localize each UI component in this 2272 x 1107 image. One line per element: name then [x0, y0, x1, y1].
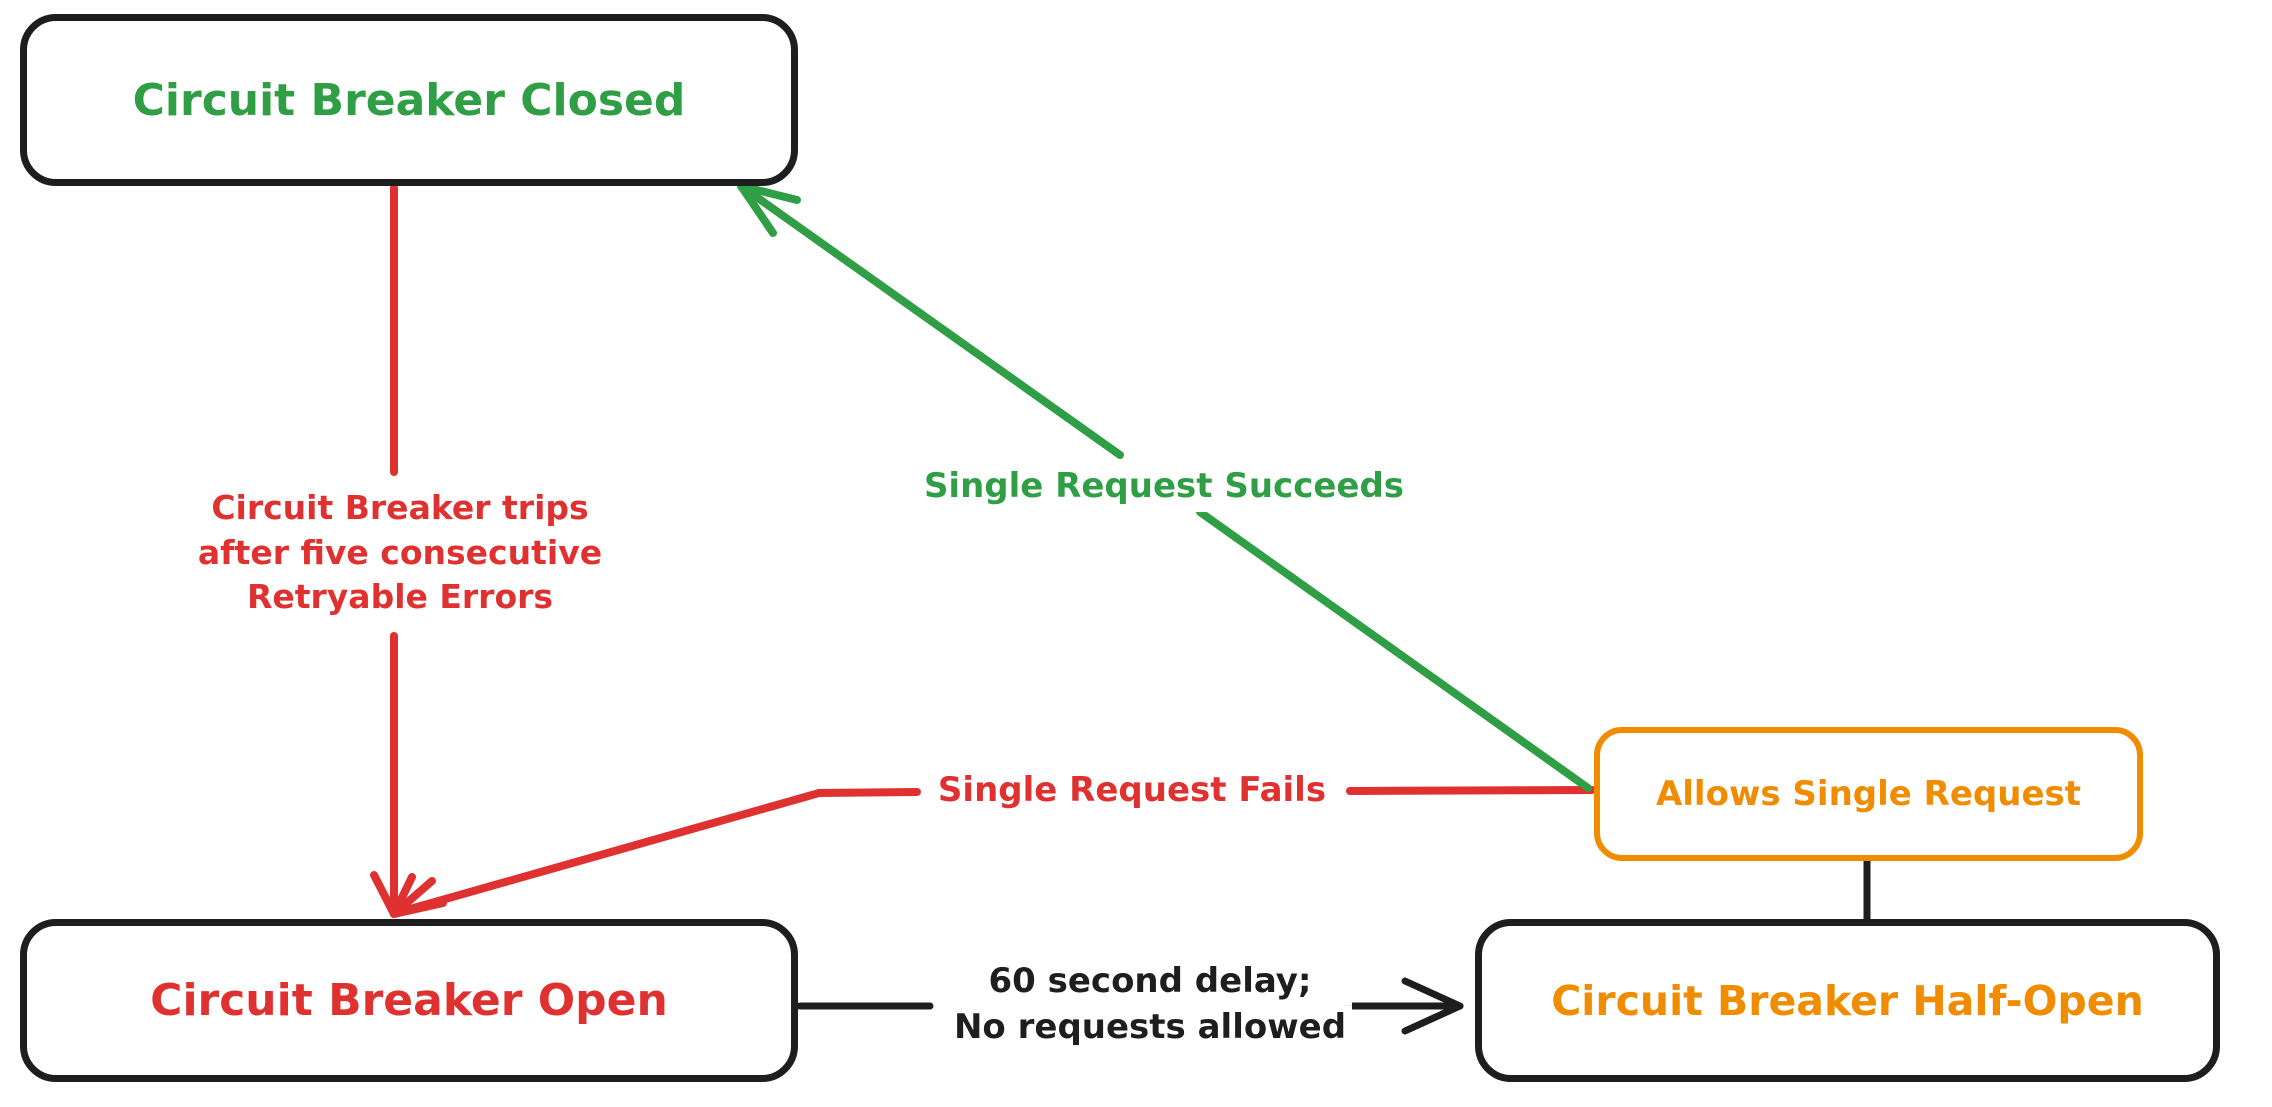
node-allows-single-request: Allows Single Request — [1594, 727, 2143, 861]
edge-label-trip-line-3: Retryable Errors — [246, 577, 554, 617]
edge-label-single-request-fails: Single Request Fails — [929, 766, 1335, 816]
node-allows-single-request-label: Allows Single Request — [1655, 774, 2082, 814]
edge-label-single-request-succeeds: Single Request Succeeds — [915, 462, 1413, 512]
edge-label-trip-line-2: after five consecutive — [197, 532, 603, 572]
edge-label-trip: Circuit Breaker trips after five consecu… — [189, 484, 611, 622]
edge-label-delay: 60 second delay; No requests allowed — [940, 957, 1360, 1053]
edge-label-delay-line-2: No requests allowed — [947, 1005, 1353, 1051]
node-circuit-breaker-half-open-label: Circuit Breaker Half-Open — [1551, 976, 2144, 1025]
edge-label-delay-line-1: 60 second delay; — [947, 959, 1353, 1005]
node-circuit-breaker-closed-label: Circuit Breaker Closed — [132, 74, 686, 126]
edge-single-request-fails-arrow — [390, 786, 1596, 918]
edge-label-trip-line-1: Circuit Breaker trips — [211, 488, 589, 528]
edge-single-request-succeeds-arrow — [737, 182, 1592, 792]
node-circuit-breaker-half-open: Circuit Breaker Half-Open — [1475, 919, 2220, 1082]
edge-delay-arrow — [796, 977, 1464, 1035]
node-circuit-breaker-open-label: Circuit Breaker Open — [150, 975, 668, 1026]
node-circuit-breaker-open: Circuit Breaker Open — [20, 919, 798, 1082]
node-circuit-breaker-closed: Circuit Breaker Closed — [20, 14, 798, 186]
